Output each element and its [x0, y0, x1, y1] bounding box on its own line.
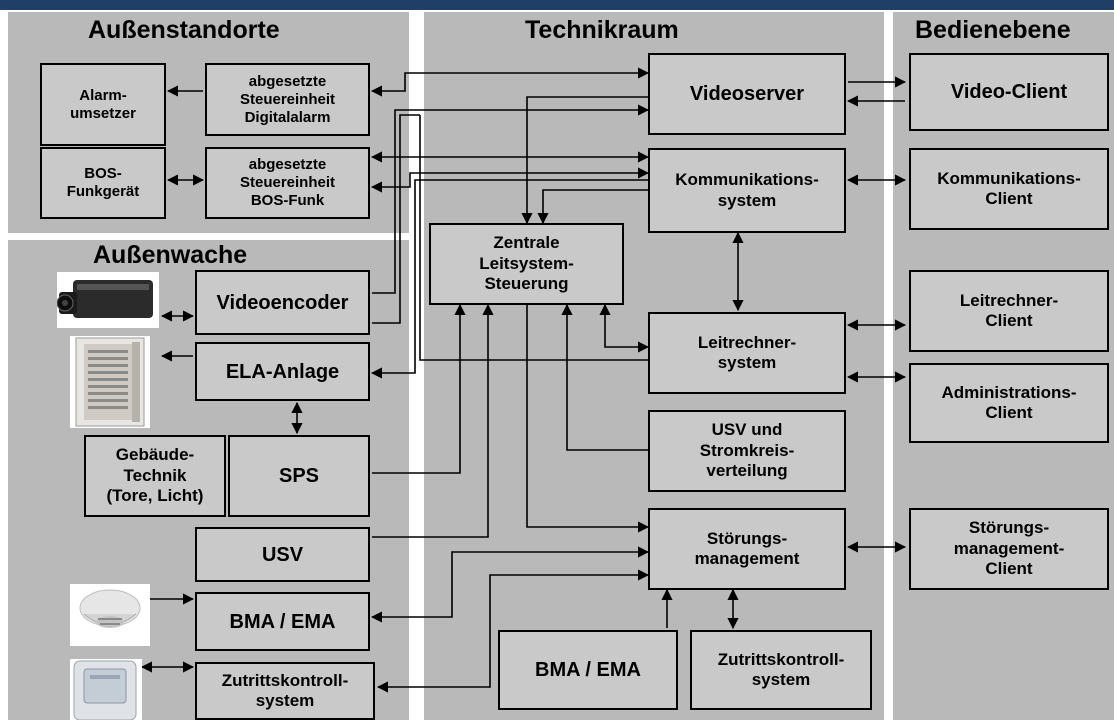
region-title-aussenstandorte: Außenstandorte	[88, 16, 280, 44]
region-title-bedienebene: Bedienebene	[915, 16, 1071, 44]
region-title-technikraum: Technikraum	[525, 16, 679, 44]
box-video-client: Video-Client	[909, 53, 1109, 131]
speaker-icon	[70, 336, 150, 428]
box-videoserver: Videoserver	[648, 53, 846, 135]
box-zutrittskontrollsystem-mid: Zutrittskontroll- system	[690, 630, 872, 710]
box-bma-ema-mid: BMA / EMA	[498, 630, 678, 710]
box-steuereinheit-bos-funk: abgesetzte Steuereinheit BOS-Funk	[205, 147, 370, 219]
box-videoencoder: Videoencoder	[195, 270, 370, 335]
box-bos-funkgeraet: BOS- Funkgerät	[40, 147, 166, 219]
box-alarmumsetzer: Alarm- umsetzer	[40, 63, 166, 146]
box-bma-ema-left: BMA / EMA	[195, 592, 370, 651]
box-sps: SPS	[228, 435, 370, 517]
box-gebaeudetechnik: Gebäude- Technik (Tore, Licht)	[84, 435, 226, 517]
box-zutrittskontrollsystem-left: Zutrittskontroll- system	[195, 662, 375, 720]
box-kommunikationssystem: Kommunikations- system	[648, 148, 846, 233]
box-usv-stromkreisverteilung: USV und Stromkreis- verteilung	[648, 410, 846, 492]
box-administrations-client: Administrations- Client	[909, 363, 1109, 443]
smoke-detector-icon	[70, 584, 150, 646]
region-title-aussenwache: Außenwache	[93, 241, 248, 269]
box-ela-anlage: ELA-Anlage	[195, 342, 370, 401]
top-bar	[0, 0, 1114, 10]
box-leitrechnersystem: Leitrechner- system	[648, 312, 846, 394]
box-stoerungsmanagement: Störungs- management	[648, 508, 846, 590]
box-zentrale-leitsystem-steuerung: Zentrale Leitsystem- Steuerung	[429, 223, 624, 305]
box-usv-left: USV	[195, 527, 370, 582]
access-reader-icon	[70, 659, 142, 720]
box-kommunikations-client: Kommunikations- Client	[909, 148, 1109, 230]
box-steuereinheit-digitalalarm: abgesetzte Steuereinheit Digitalalarm	[205, 63, 370, 136]
camera-icon	[57, 272, 159, 328]
box-leitrechner-client: Leitrechner- Client	[909, 270, 1109, 352]
box-stoerungsmanagement-client: Störungs- management- Client	[909, 508, 1109, 590]
